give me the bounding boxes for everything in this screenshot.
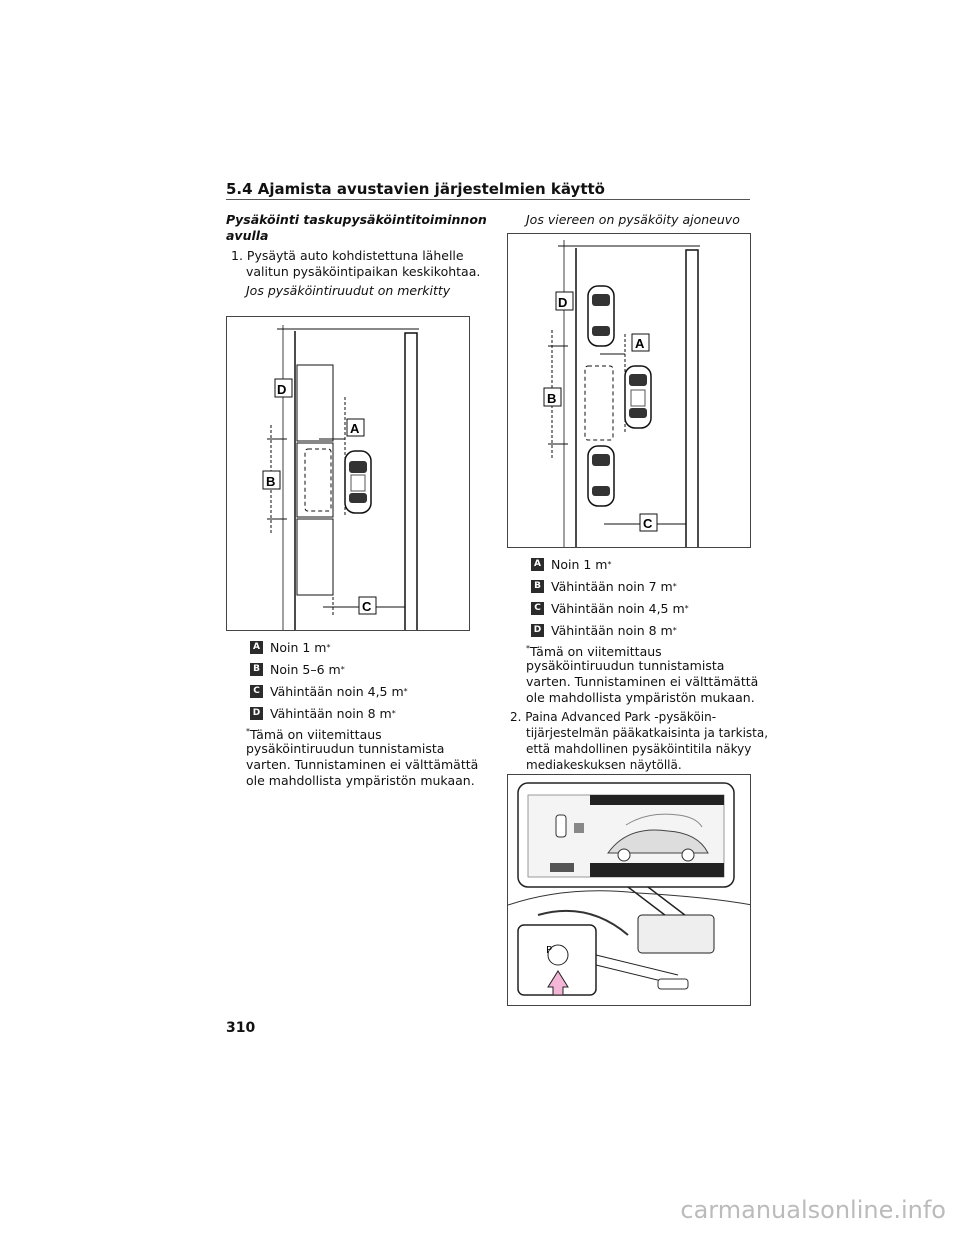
legend-star: *: [340, 665, 345, 674]
note-line: Tämä on viitemittaus: [250, 727, 382, 743]
note-star: *: [246, 727, 250, 736]
left-heading-1: Pysäköinti taskupysäköintitoiminnon: [226, 212, 487, 227]
figure-marked-spaces: D A B C: [226, 316, 470, 631]
badge-d: D: [250, 707, 263, 720]
label-c-right: C: [643, 516, 653, 531]
label-b-left: B: [266, 474, 275, 489]
footer-watermark: carmanualsonline.info: [680, 1196, 946, 1224]
left-note-3: varten. Tunnistaminen ei välttämättä: [246, 757, 479, 772]
badge-b: B: [531, 580, 544, 593]
parking-button-label: P: [546, 945, 552, 956]
label-a-right: A: [635, 336, 645, 351]
parking-diagram-adjacent: D A B C: [543, 240, 700, 547]
badge-b: B: [250, 663, 263, 676]
right-note-2: pysäköintiruudun tunnistamista: [526, 658, 725, 673]
section-header: 5.4 Ajamista avustavien järjestelmien kä…: [226, 180, 605, 198]
step1-line1: 1. Pysäytä auto kohdistettuna lähelle: [231, 248, 464, 263]
label-b-right: B: [547, 391, 556, 406]
figure-dashboard: P: [507, 774, 751, 1006]
legend-star: *: [607, 560, 612, 569]
right-legend-d: D Vähintään noin 8 m*: [531, 623, 677, 638]
legend-text: Vähintään noin 8 m: [270, 706, 392, 721]
legend-star: *: [403, 687, 408, 696]
legend-star: *: [391, 709, 396, 718]
right-legend-c: C Vähintään noin 4,5 m*: [531, 601, 689, 616]
step2-line3: että mahdollinen pysäköintitila näkyy: [526, 742, 752, 756]
step2-line1: 2. Paina Advanced Park -pysäköin-: [510, 710, 717, 724]
badge-c: C: [250, 685, 263, 698]
label-d-right: D: [558, 295, 567, 310]
legend-text: Noin 5–6 m: [270, 662, 341, 677]
badge-d: D: [531, 624, 544, 637]
legend-text: Vähintään noin 7 m: [551, 579, 673, 594]
right-note-1: *Tämä on viitemittaus: [526, 641, 662, 660]
right-legend-a: A Noin 1 m*: [531, 557, 611, 572]
step1-line2: valitun pysäköintipaikan keskikohtaa.: [246, 264, 481, 279]
header-rule: [226, 199, 750, 200]
left-legend-d: D Vähintään noin 8 m*: [250, 706, 396, 721]
figure-adjacent-vehicle: D A B C: [507, 233, 751, 548]
right-note-3: varten. Tunnistaminen ei välttämättä: [526, 674, 759, 689]
legend-text: Noin 1 m: [551, 557, 608, 572]
left-legend-b: B Noin 5–6 m*: [250, 662, 345, 677]
legend-text: Vähintään noin 4,5 m: [270, 684, 404, 699]
legend-star: *: [326, 643, 331, 652]
right-subcaption: Jos viereen on pysäköity ajoneuvo: [526, 212, 740, 227]
badge-c: C: [531, 602, 544, 615]
left-legend-a: A Noin 1 m*: [250, 640, 330, 655]
badge-a: A: [250, 641, 263, 654]
left-note-2: pysäköintiruudun tunnistamista: [246, 741, 445, 756]
left-subcaption: Jos pysäköintiruudut on merkitty: [246, 283, 451, 298]
legend-star: *: [672, 626, 677, 635]
step2-line2: tijärjestelmän pääkatkaisinta ja tarkist…: [526, 726, 769, 740]
legend-text: Noin 1 m: [270, 640, 327, 655]
badge-a: A: [531, 558, 544, 571]
parking-diagram-marked: D A B C: [262, 325, 419, 630]
left-note-1: *Tämä on viitemittaus: [246, 724, 382, 743]
right-note-4: ole mahdollista ympäristön mukaan.: [526, 690, 755, 705]
legend-text: Vähintään noin 8 m: [551, 623, 673, 638]
label-d-left: D: [277, 382, 286, 397]
note-line: Tämä on viitemittaus: [530, 644, 662, 660]
page-number: 310: [226, 1020, 256, 1036]
legend-star: *: [672, 582, 677, 591]
car-parked-bottom: [587, 445, 615, 507]
note-star: *: [526, 644, 530, 653]
step2-line4: mediakeskuksen näytöllä.: [526, 758, 682, 772]
left-note-4: ole mahdollista ympäristön mukaan.: [246, 773, 475, 788]
car-parked-top: [587, 285, 615, 347]
car-right: [624, 365, 652, 429]
right-legend-b: B Vähintään noin 7 m*: [531, 579, 677, 594]
legend-star: *: [684, 604, 689, 613]
label-c-left: C: [362, 599, 372, 614]
left-heading-2: avulla: [226, 228, 269, 243]
label-a-left: A: [350, 421, 360, 436]
car-left: [344, 450, 372, 514]
left-legend-c: C Vähintään noin 4,5 m*: [250, 684, 408, 699]
legend-text: Vähintään noin 4,5 m: [551, 601, 685, 616]
dashboard-illustration: P: [508, 782, 750, 996]
